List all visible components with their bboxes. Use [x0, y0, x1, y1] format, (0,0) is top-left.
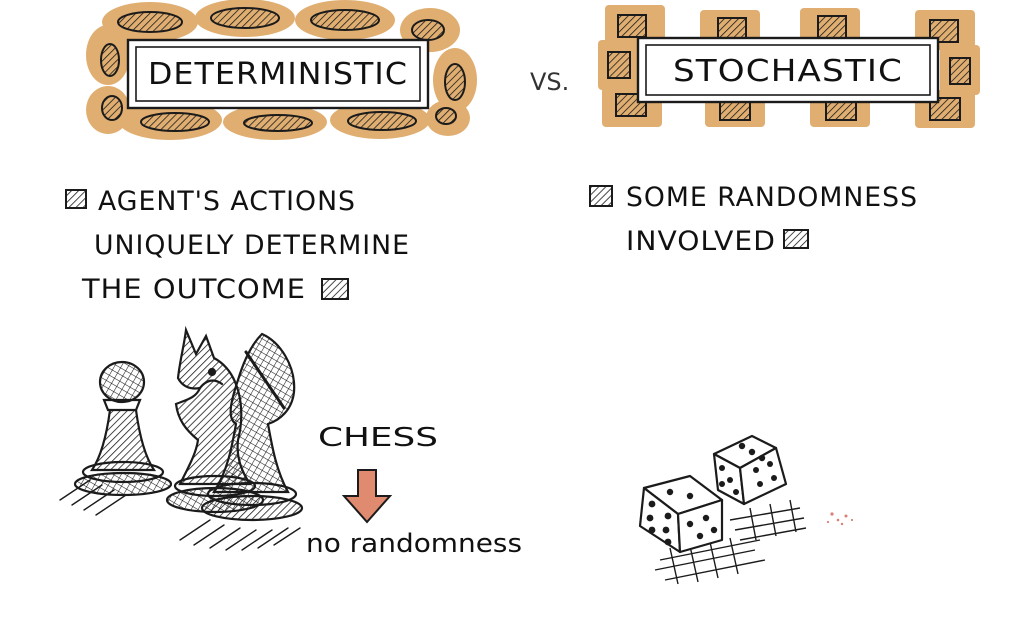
description-line: INVOLVED — [626, 226, 776, 257]
banner-squares — [607, 14, 971, 121]
description-line: SOME RANDOMNESS — [626, 182, 918, 213]
description-line: UNIQUELY DETERMINE — [94, 230, 410, 261]
stochastic-banner: STOCHASTIC — [598, 5, 980, 128]
description-line: AGENT'S ACTIONS — [98, 186, 356, 217]
vs-label: VS. — [530, 68, 569, 96]
arrow-down-icon — [341, 469, 393, 524]
chess-label: CHESS — [318, 423, 438, 453]
banner-panel — [636, 36, 940, 104]
banner-panel — [126, 38, 430, 110]
stochastic-title: STOCHASTIC — [673, 54, 903, 89]
deterministic-title: DETERMINISTIC — [148, 57, 408, 92]
die-front — [638, 474, 724, 554]
die-back — [712, 434, 788, 506]
hatched-square-icon — [65, 189, 87, 209]
stochastic-description: SOME RANDOMNESS INVOLVED — [589, 182, 918, 257]
deterministic-banner: DETERMINISTIC — [86, 0, 477, 140]
paint-specks — [826, 512, 854, 526]
deterministic-description: AGENT'S ACTIONS UNIQUELY DETERMINE THE O… — [65, 186, 410, 305]
ground-shadow — [654, 499, 807, 585]
hatched-square-icon — [783, 229, 809, 249]
dice-icon — [638, 434, 807, 585]
pawn — [73, 360, 173, 497]
hatched-square-icon — [321, 278, 349, 300]
result-label: no randomness — [306, 529, 522, 559]
banner-ovals — [100, 7, 466, 132]
bishop — [200, 332, 304, 522]
hatched-square-icon — [589, 185, 613, 207]
description-line: THE OUTCOME — [81, 274, 306, 305]
chess-pieces-icon — [59, 325, 304, 551]
